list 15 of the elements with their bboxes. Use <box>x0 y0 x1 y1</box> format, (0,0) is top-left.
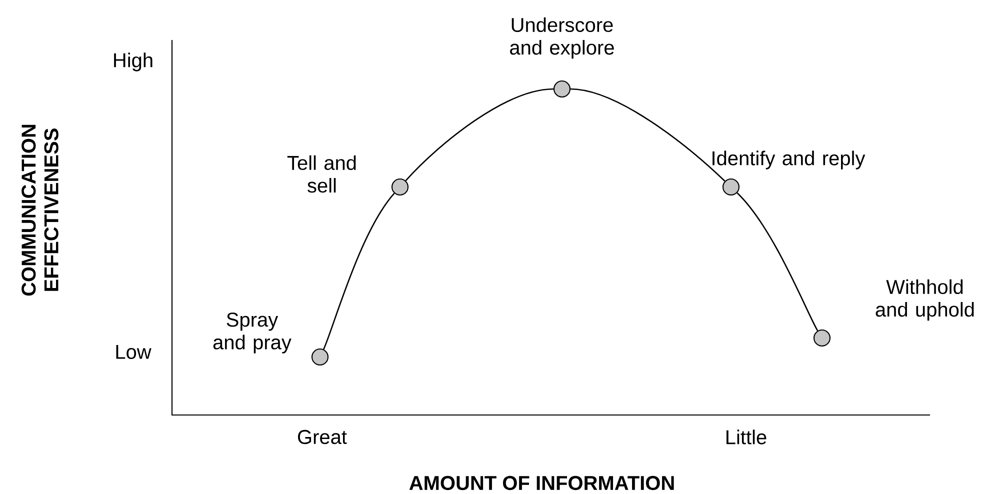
tick-label: Little <box>726 430 766 444</box>
curve <box>323 192 395 350</box>
axis-title: COMMUNICATION EFFECTIVENESS <box>22 124 58 296</box>
point-label: Underscore and explore <box>510 17 614 59</box>
tick-label: Great <box>298 430 347 444</box>
axis-title: AMOUNT OF INFORMATION <box>409 476 674 490</box>
curve <box>405 88 554 182</box>
tick-label: High <box>114 52 152 72</box>
point-label: Identify and reply <box>712 150 866 170</box>
point-label: Tell and sell <box>287 155 356 193</box>
curve <box>736 192 818 332</box>
point-label: Withhold and uphold <box>876 279 974 321</box>
curve <box>570 88 726 182</box>
point-label: Spray and pray <box>213 312 292 354</box>
tick-label: Low <box>116 345 152 359</box>
